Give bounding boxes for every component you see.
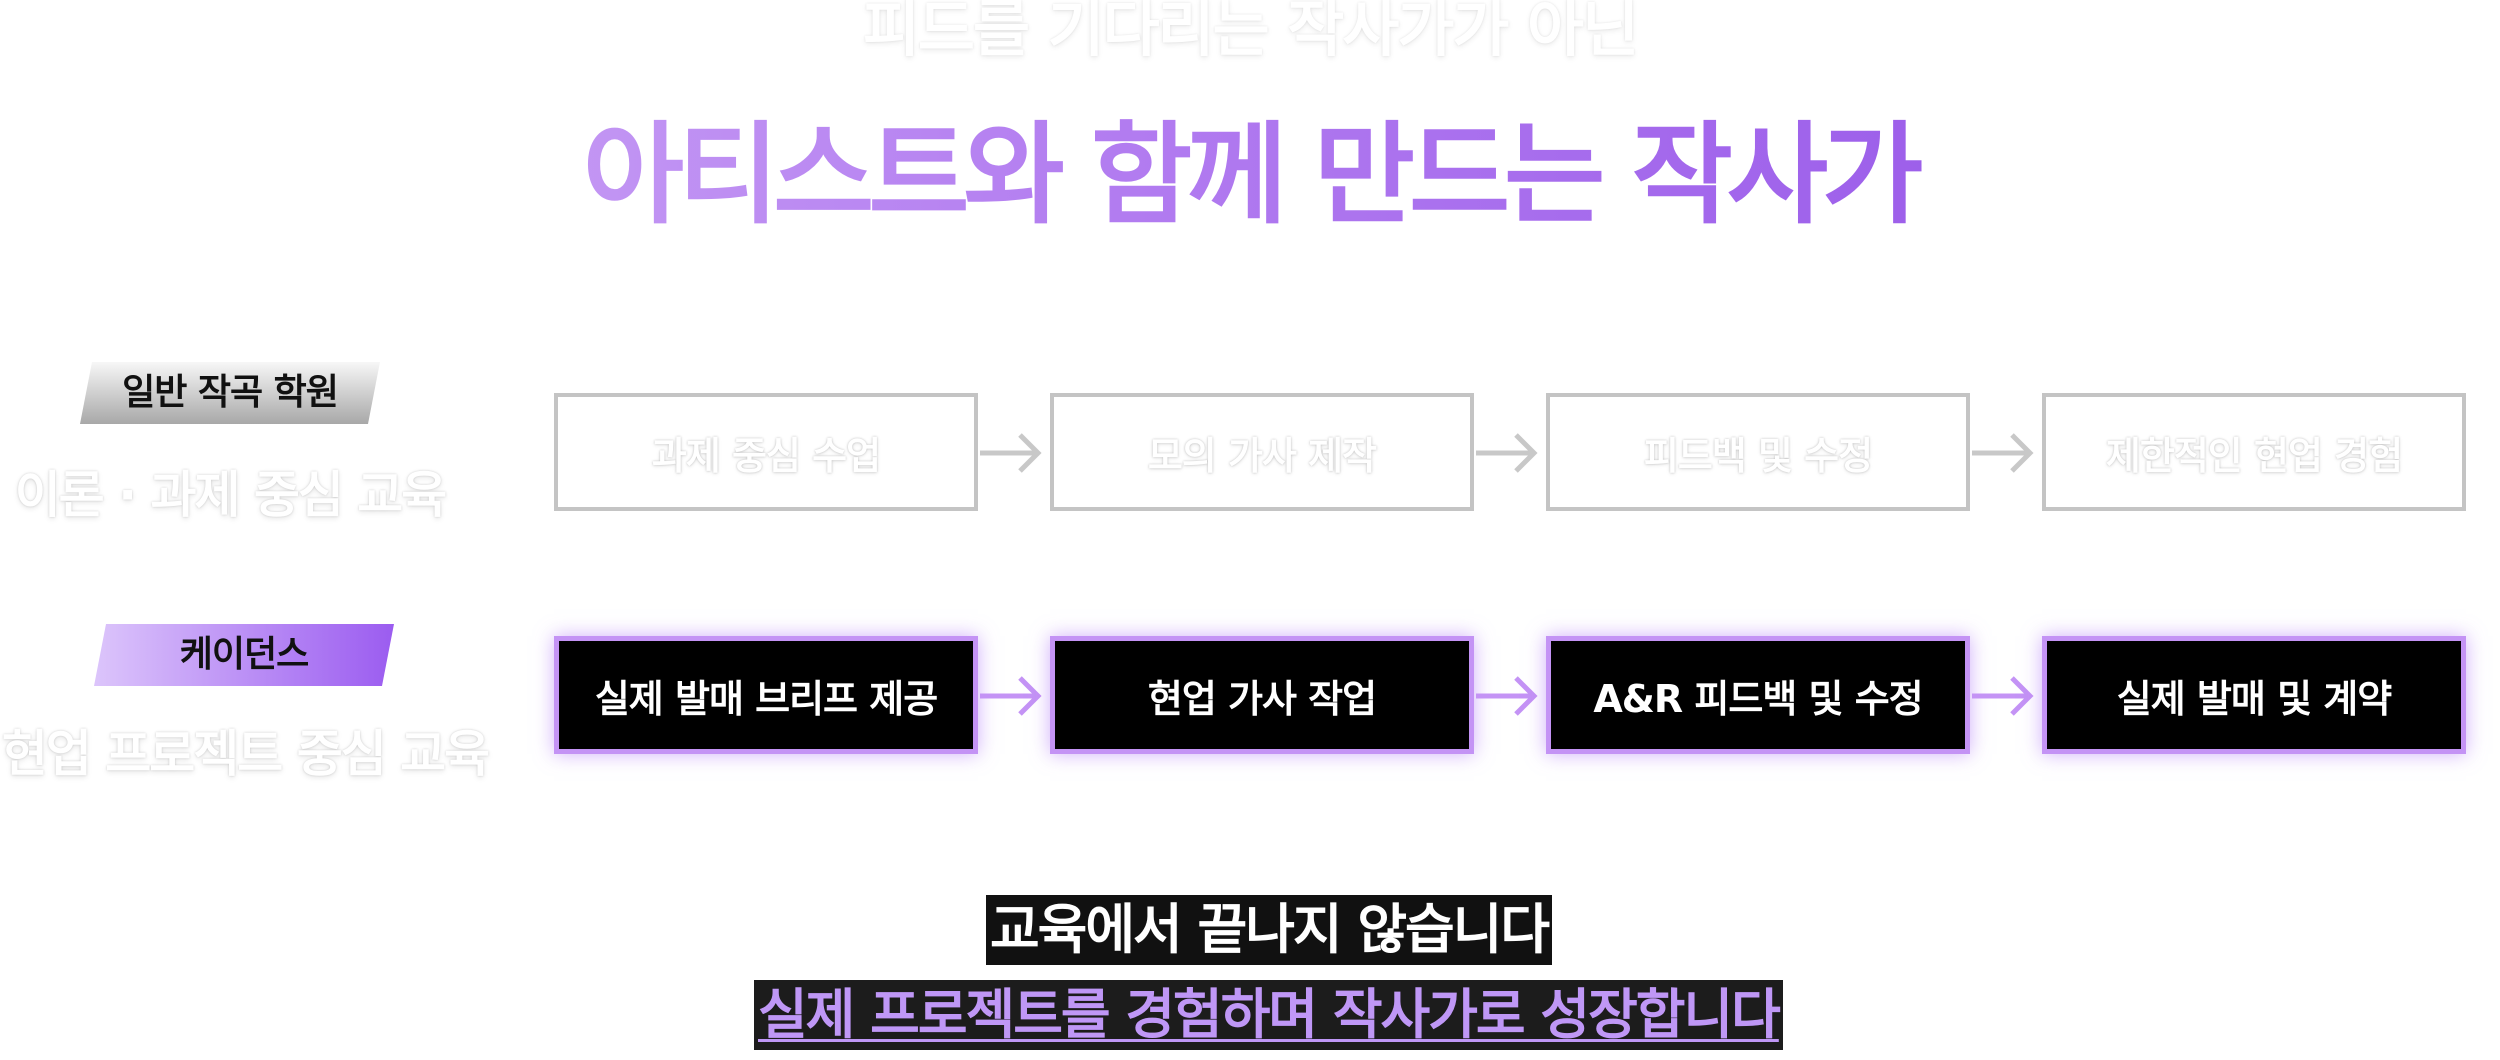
general-step-2: 모의 가사 제작 <box>1050 393 1474 511</box>
general-step-4: 제한적인 현업 경험 <box>2042 393 2466 511</box>
arrow-right-icon <box>978 673 1044 719</box>
arrow-right-icon <box>1474 673 1540 719</box>
arrow-right-icon <box>978 430 1044 476</box>
footer-line-1: 교육에서 끝나지 않습니다 <box>986 895 1553 965</box>
cadence-step-1: 실제 발매 브리프 제공 <box>554 636 978 754</box>
general-academy-subtitle: 이론 · 과제 중심 교육 <box>14 466 448 524</box>
cadence-step-3: A&R 피드백 및 수정 <box>1546 636 1970 754</box>
general-academy-tag: 일반 작곡 학원 <box>80 362 380 424</box>
arrow-right-icon <box>1970 673 2036 719</box>
cadence-tag: 케이던스 <box>94 624 394 686</box>
arrow-right-icon <box>1474 430 1540 476</box>
header-kicker: 피드를 기다리는 작사가가 아닌 <box>862 0 1639 65</box>
cadence-subtitle: 현업 프로젝트 중심 교육 <box>1 725 490 783</box>
page-title: 아티스트와 함께 만드는 작사가 <box>0 85 2500 245</box>
cadence-step-4: 실제 발매 및 계약 <box>2042 636 2466 754</box>
cadence-step-2: 현업 가사 작업 <box>1050 636 1474 754</box>
general-step-1: 과제 중심 수업 <box>554 393 978 511</box>
footer-line-2: 실제 프로젝트를 경험하며 작사가로 성장합니다 <box>754 980 1783 1050</box>
arrow-right-icon <box>1970 430 2036 476</box>
general-step-3: 피드백 및 수정 <box>1546 393 1970 511</box>
